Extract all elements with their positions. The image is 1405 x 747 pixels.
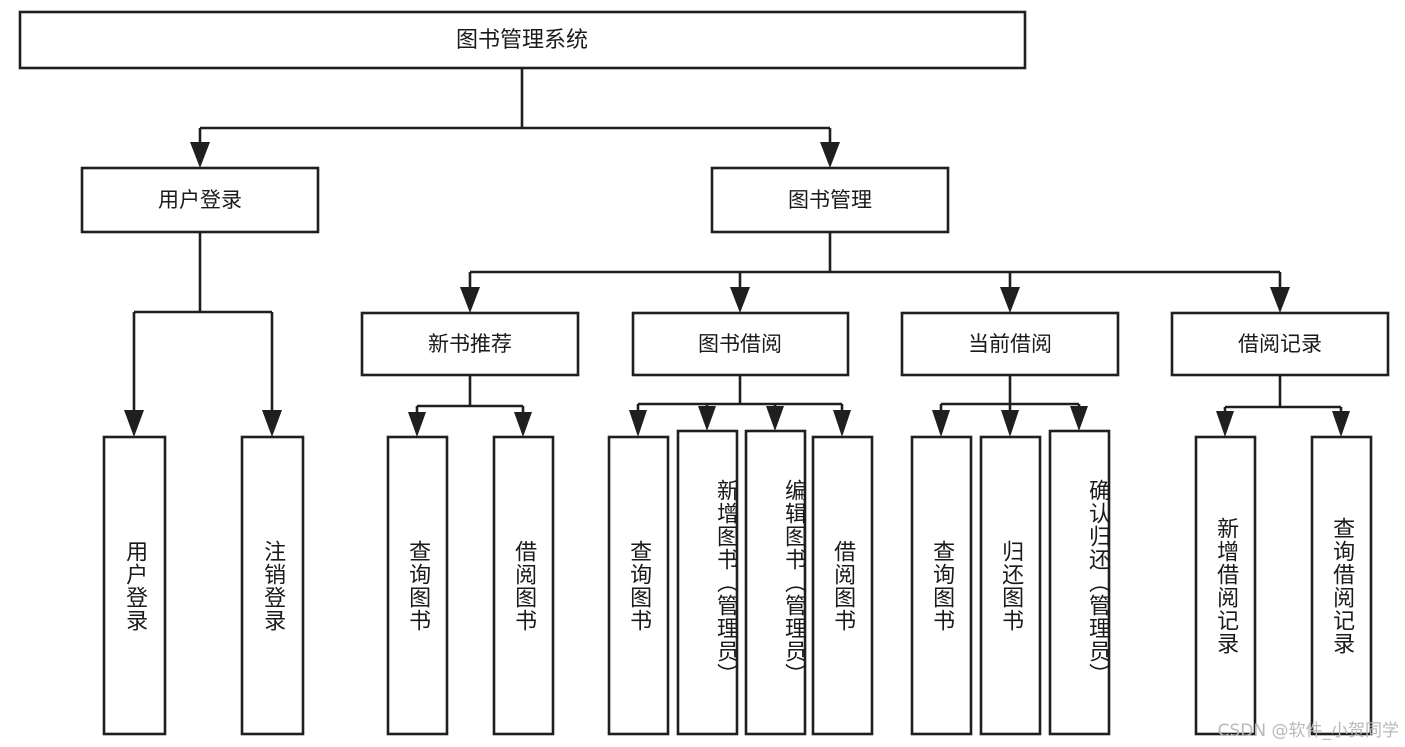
arrow-head-new-book-recommend: [460, 287, 480, 313]
connector-group-newbook: [408, 375, 532, 437]
node-user-login-box[interactable]: [80, 166, 320, 234]
leaf-box-confirm-return[interactable]: [1048, 429, 1111, 736]
leaf-box-user-login[interactable]: [102, 435, 167, 736]
node-root-title[interactable]: 图书管理系统: [18, 10, 1027, 70]
arrow-head-leaf-add-book: [698, 406, 716, 431]
node-user-login[interactable]: 用户登录: [80, 166, 320, 234]
node-book-borrow-box[interactable]: [631, 311, 850, 377]
node-current-borrow-label: 当前借阅: [968, 332, 1052, 356]
connector-group-currentborrow: [932, 375, 1088, 437]
arrow-head-leaf-query-book-1: [408, 412, 426, 437]
leaf-boxes-new-book-recommend: [386, 435, 555, 736]
leaf-box-borrow-book-2[interactable]: [811, 435, 874, 736]
leaf-boxes-user-login: [102, 435, 305, 736]
leaf-boxes-book-borrow: [607, 429, 874, 736]
connector-group-userlogin: [124, 232, 282, 437]
arrow-head-leaf-add-record: [1216, 411, 1234, 437]
arrow-head-leaf-borrow-book-2: [833, 410, 851, 437]
leaf-box-query-record[interactable]: [1310, 435, 1373, 736]
node-root-title-box[interactable]: [18, 10, 1027, 70]
node-book-management-label: 图书管理: [788, 188, 872, 212]
leaf-box-edit-book[interactable]: [744, 429, 807, 736]
leaf-box-query-book-2[interactable]: [607, 435, 670, 736]
node-book-borrow[interactable]: 图书借阅: [631, 311, 850, 377]
arrow-head-borrow-record: [1270, 287, 1290, 313]
csdn-watermark: CSDN @软件_小贺同学: [1217, 721, 1399, 741]
leaf-box-add-book[interactable]: [676, 429, 739, 736]
node-new-book-recommend-box[interactable]: [360, 311, 580, 377]
node-current-borrow[interactable]: 当前借阅: [900, 311, 1120, 377]
arrow-head-leaf-query-book-2: [629, 410, 647, 437]
arrow-head-book-borrow: [730, 287, 750, 313]
arrow-head-leaf-user-login: [124, 410, 144, 437]
node-current-borrow-box[interactable]: [900, 311, 1120, 377]
node-book-management[interactable]: 图书管理: [710, 166, 950, 234]
connector-group-bookborrow: [629, 375, 851, 437]
node-new-book-recommend-label: 新书推荐: [428, 332, 512, 356]
node-book-management-box[interactable]: [710, 166, 950, 234]
leaf-boxes-borrow-record: [1194, 435, 1373, 736]
leaf-box-borrow-book-1[interactable]: [492, 435, 555, 736]
arrow-head-bookmgmt: [820, 142, 840, 168]
leaf-box-query-book-3[interactable]: [910, 435, 973, 736]
leaf-box-logout[interactable]: [240, 435, 305, 736]
leaf-boxes-current-borrow: [910, 429, 1111, 736]
connector-group-root: [190, 68, 840, 168]
node-borrow-record[interactable]: 借阅记录: [1170, 311, 1390, 377]
arrow-head-leaf-query-book-3: [932, 410, 950, 437]
node-root-title-label: 图书管理系统: [456, 28, 588, 53]
arrow-head-leaf-edit-book: [766, 406, 784, 431]
leaf-box-query-book-1[interactable]: [386, 435, 449, 736]
arrow-head-leaf-confirm-return: [1070, 406, 1088, 431]
node-book-borrow-label: 图书借阅: [698, 332, 782, 356]
node-new-book-recommend[interactable]: 新书推荐: [360, 311, 580, 377]
node-borrow-record-box[interactable]: [1170, 311, 1390, 377]
arrow-head-leaf-query-record: [1332, 411, 1350, 437]
node-user-login-label: 用户登录: [158, 188, 242, 212]
arrow-head-leaf-logout: [262, 410, 282, 437]
leaf-box-add-record[interactable]: [1194, 435, 1257, 736]
arrow-head-current-borrow: [1000, 287, 1020, 313]
arrow-head-leaf-borrow-book-1: [514, 412, 532, 437]
node-borrow-record-label: 借阅记录: [1238, 332, 1322, 356]
arrow-head-leaf-return-book: [1001, 410, 1019, 437]
leaf-box-return-book[interactable]: [979, 435, 1042, 736]
connector-group-borrowrecord: [1216, 375, 1350, 437]
arrow-head-userlogin: [190, 142, 210, 168]
connector-group-bookmgmt: [460, 232, 1290, 313]
